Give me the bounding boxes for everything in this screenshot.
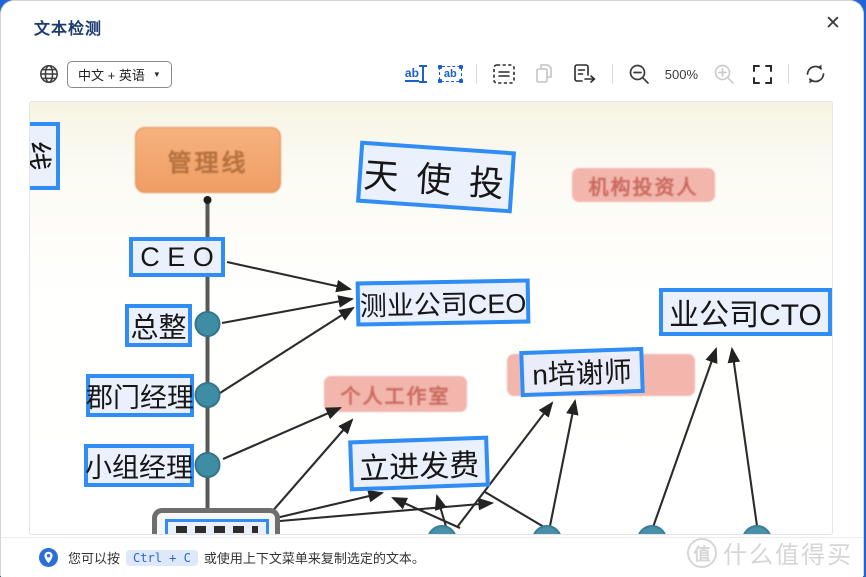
toolbar-actions: ab ab: [404, 61, 829, 87]
ocr-preview-canvas[interactable]: 管理线 机构投资人 个人工作室: [29, 101, 833, 535]
tip-pin-icon: [39, 548, 58, 567]
refresh-icon: [806, 64, 825, 84]
close-button[interactable]: ✕: [821, 11, 845, 35]
region-select-icon: ab: [437, 65, 463, 83]
status-tip-suffix: 或使用上下文菜单来复制选定的文本。: [203, 551, 425, 566]
detected-text-box[interactable]: 测业公司CEO: [355, 278, 531, 327]
close-icon: ✕: [825, 12, 841, 34]
page-title: 文本检测: [34, 21, 103, 38]
divider: [788, 64, 789, 84]
copy-to-clipboard-icon: [573, 64, 596, 83]
copy-to-clipboard-button[interactable]: [570, 61, 599, 87]
keyboard-shortcut: Ctrl + C: [126, 549, 198, 566]
divider: [475, 64, 477, 84]
zoom-in-button[interactable]: [711, 61, 737, 87]
detected-text-box[interactable]: 郡门经理: [86, 374, 194, 417]
text-select-icon: ab: [404, 66, 419, 82]
detected-text-box[interactable]: 天 使 投: [356, 140, 516, 214]
zoom-out-icon: [629, 64, 649, 84]
org-node-clipped: [152, 508, 280, 534]
text-select-button[interactable]: ab: [404, 61, 427, 87]
copy-button[interactable]: [531, 61, 557, 87]
region-select-button[interactable]: ab: [437, 61, 463, 87]
status-bar: 您可以按 Ctrl + C 或使用上下文菜单来复制选定的文本。: [1, 537, 863, 577]
refresh-button[interactable]: [802, 61, 829, 87]
detected-text-box[interactable]: 总整: [125, 304, 192, 347]
fullscreen-icon: [753, 64, 772, 84]
zoom-in-icon: [714, 64, 734, 84]
select-all-button[interactable]: [490, 61, 518, 87]
detected-text-box[interactable]: 小组经理: [84, 444, 194, 487]
org-node-pink: 机构投资人: [572, 168, 715, 202]
org-node-orange: 管理线: [135, 127, 281, 193]
zoom-out-button[interactable]: [626, 61, 652, 87]
detected-text-layer: 线 天 使 投 C E O 测业公司CEO 业公司CTO 总整 郡门经理 n培谢…: [30, 102, 832, 534]
detected-text-box[interactable]: 业公司CTO: [659, 288, 832, 336]
connector-arrows: [194, 196, 771, 534]
detected-text-box[interactable]: 立进发费: [348, 435, 490, 492]
language-select-value: 中文 + 英语: [78, 67, 145, 83]
fullscreen-button[interactable]: [750, 61, 775, 87]
copy-icon: [535, 64, 552, 83]
status-tip-prefix: 您可以按: [68, 551, 121, 566]
clipped-glyphs: [176, 526, 258, 533]
globe-icon: [39, 64, 59, 84]
select-all-icon: [492, 64, 515, 84]
chevron-down-icon: ▼: [152, 69, 161, 79]
text-cursor-icon: [418, 65, 427, 83]
detected-text-box[interactable]: n培谢师: [519, 346, 645, 398]
detected-text-box[interactable]: C E O: [129, 237, 225, 277]
divider: [611, 64, 613, 84]
language-select[interactable]: 中文 + 英语 ▼: [67, 60, 172, 88]
detected-text-box[interactable]: 线: [30, 122, 60, 190]
org-node-pink: 个人工作室: [324, 376, 467, 412]
zoom-level: 500%: [664, 66, 698, 82]
toolbar: 中文 + 英语 ▼ ab ab: [39, 59, 829, 89]
detected-text-box-clipped[interactable]: [165, 519, 269, 534]
